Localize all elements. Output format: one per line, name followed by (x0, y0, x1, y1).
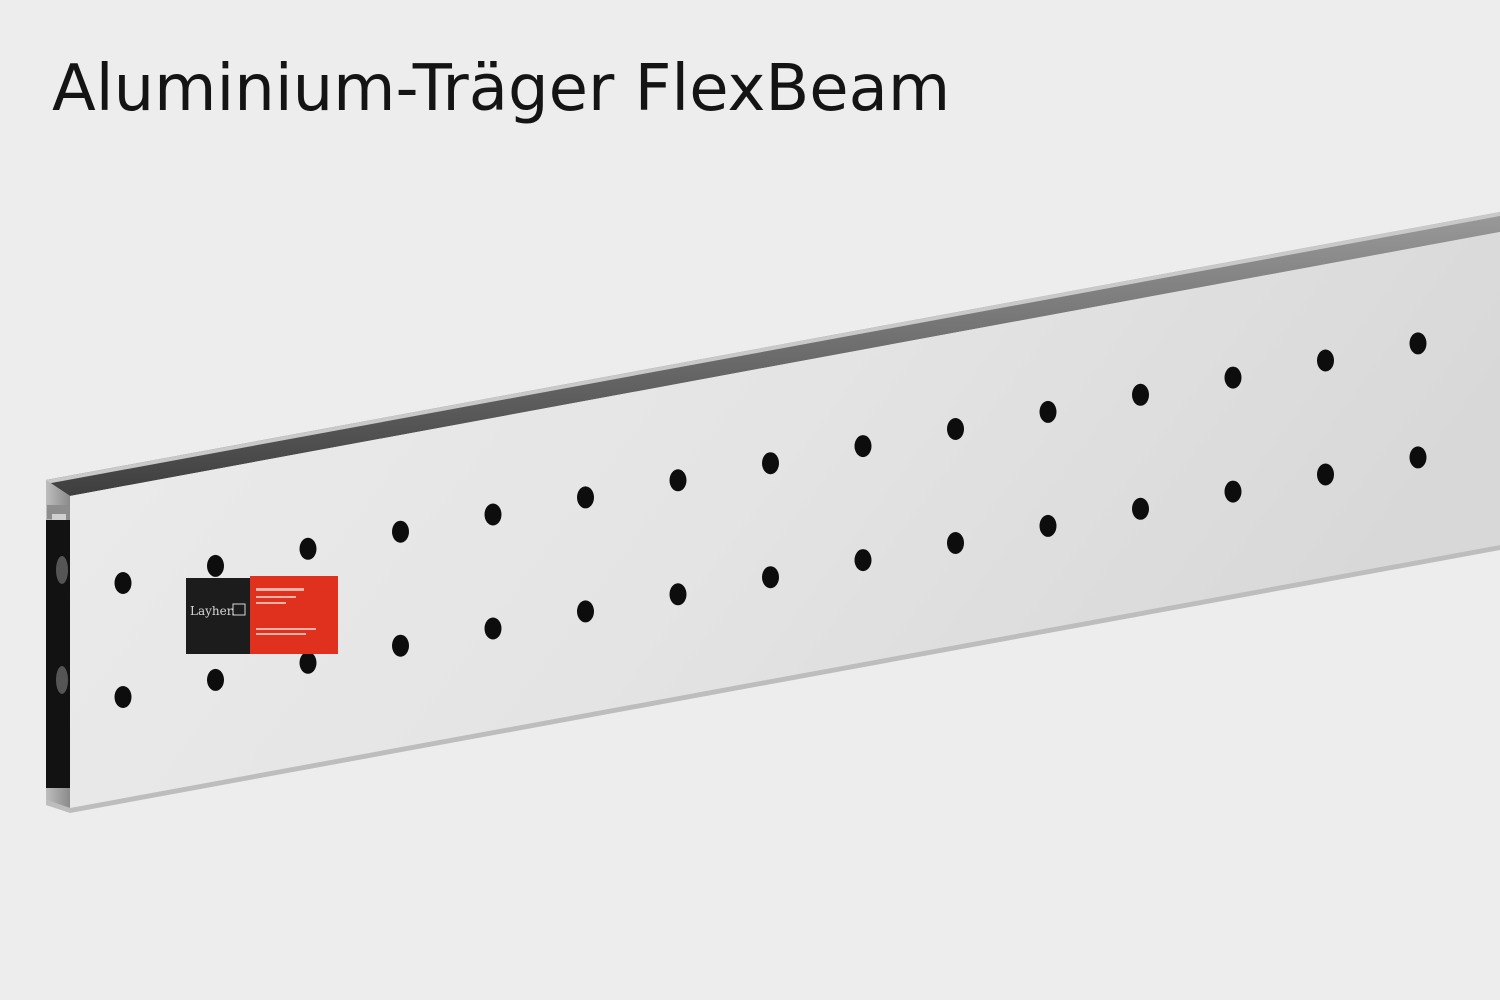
hole-top (392, 520, 409, 543)
beam-bottom-lip (46, 545, 1500, 813)
hole-top (207, 554, 224, 577)
hole-top (577, 486, 594, 509)
hole-top (299, 537, 317, 560)
hole-top (1039, 400, 1057, 423)
beam-end-profile (46, 480, 70, 808)
hole-bottom (577, 600, 594, 623)
hole-bottom (1409, 446, 1427, 469)
beam-holes (114, 332, 1427, 708)
hole-top (854, 435, 872, 458)
brand-logo: Layher. (190, 604, 235, 618)
hole-bottom (1224, 480, 1242, 503)
hole-top (1224, 366, 1242, 389)
hole-bottom (854, 549, 872, 572)
hole-top (947, 418, 964, 440)
page-title: Aluminium-Träger FlexBeam (52, 52, 951, 126)
hole-bottom (207, 668, 224, 691)
hole-top (1409, 332, 1427, 355)
hole-top (762, 452, 779, 475)
hole-bottom (114, 686, 132, 708)
hole-bottom (947, 532, 964, 554)
hole-bottom (392, 634, 409, 657)
hole-bottom (1039, 514, 1057, 537)
hole-bottom (484, 617, 502, 640)
hole-top (669, 469, 687, 492)
hole-top (1132, 383, 1149, 406)
hole-top (114, 572, 132, 594)
hole-bottom (299, 651, 317, 674)
hole-bottom (1317, 463, 1334, 486)
hole-bottom (1132, 497, 1149, 520)
product-label: Layher. (186, 576, 338, 654)
hole-bottom (669, 583, 687, 606)
hole-top (484, 503, 502, 526)
beam-front-face (70, 232, 1500, 808)
beam-top-edge (46, 212, 1500, 484)
hole-bottom (762, 566, 779, 589)
hole-top (1317, 349, 1334, 372)
